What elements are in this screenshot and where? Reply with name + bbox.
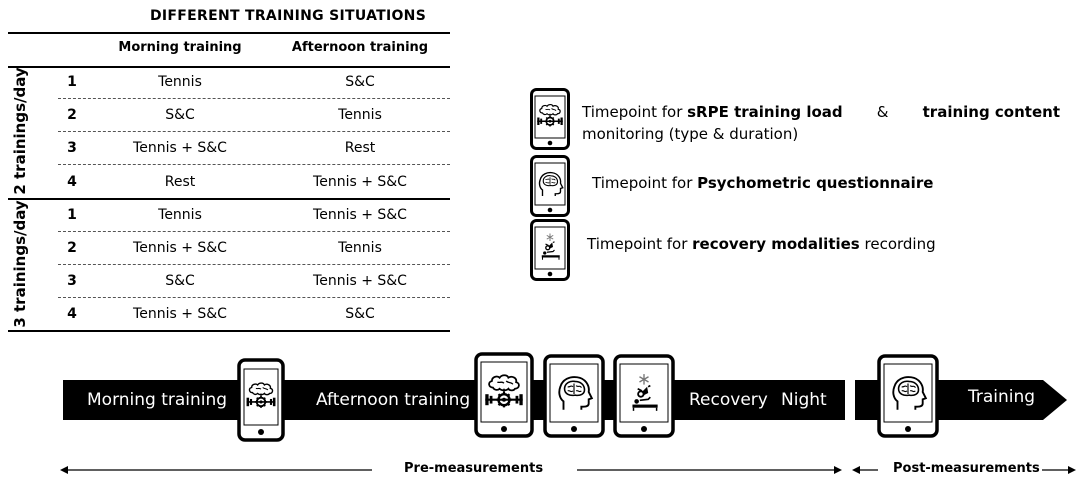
timeline-bar-pre [63, 380, 845, 420]
post-measurements-label: Post-measurements [893, 461, 1040, 476]
row-divider [58, 98, 450, 99]
legend-recovery: Timepoint for recovery modalities record… [587, 235, 936, 253]
cell-afternoon: Tennis + S&C [313, 207, 407, 223]
cell-afternoon: Tennis [338, 107, 382, 123]
cell-afternoon: Rest [344, 140, 376, 156]
cell-morning: Tennis [158, 207, 202, 223]
row-number: 1 [67, 207, 77, 223]
table-top-border [8, 32, 450, 34]
recovery-device-icon [530, 219, 570, 281]
column-header-afternoon: Afternoon training [291, 40, 429, 55]
cell-morning: Tennis + S&C [133, 240, 227, 256]
pre-arrowhead-right [834, 466, 842, 474]
row-number: 3 [67, 273, 77, 289]
timeline-psychometric-device-1 [543, 354, 605, 438]
row-number: 4 [67, 174, 77, 190]
post-arrowhead-right [1068, 466, 1076, 474]
pre-measurements-label: Pre-measurements [404, 461, 544, 476]
column-header-morning: Morning training [118, 40, 242, 55]
row-number: 1 [67, 74, 77, 90]
timeline-recovery-device [613, 354, 675, 438]
timeline-afternoon-label: Afternoon training [316, 390, 471, 410]
row-divider [58, 231, 450, 232]
cell-morning: Tennis + S&C [133, 140, 227, 156]
cell-afternoon: Tennis [338, 240, 382, 256]
group-label-3-trainings: 3 trainings/day [11, 200, 29, 328]
row-divider [58, 264, 450, 265]
group-divider [8, 198, 450, 200]
legend-psychometric: Timepoint for Psychometric questionnaire [592, 174, 934, 192]
cell-morning: Tennis [158, 74, 202, 90]
cell-morning: Tennis + S&C [133, 306, 227, 322]
psychometric-device-icon [530, 155, 570, 217]
timeline-recovery-label: Recovery [689, 390, 768, 410]
row-number: 2 [67, 240, 77, 256]
measurement-arrows [60, 466, 1076, 474]
row-number: 4 [67, 306, 77, 322]
row-number: 3 [67, 140, 77, 156]
table-bottom-border [8, 330, 450, 332]
legend-sRPE: Timepoint for sRPE training load & train… [582, 103, 1060, 143]
sRPE-device-icon [530, 88, 570, 150]
cell-afternoon: S&C [345, 74, 375, 90]
row-divider [58, 131, 450, 132]
cell-afternoon: S&C [345, 306, 375, 322]
post-arrowhead-left [852, 466, 860, 474]
legend-content-bold: training content [922, 103, 1060, 121]
row-divider [58, 164, 450, 165]
cell-afternoon: Tennis + S&C [313, 174, 407, 190]
timeline-sRPE-device-1 [237, 358, 285, 442]
cell-morning: Rest [164, 174, 196, 190]
cell-morning: S&C [165, 273, 195, 289]
pre-arrowhead-left [60, 466, 68, 474]
table-title: DIFFERENT TRAINING SITUATIONS [150, 8, 427, 24]
row-divider [58, 297, 450, 298]
legend-sRPE-bold: sRPE training load [687, 103, 843, 121]
timeline-night-label: Night [781, 390, 827, 410]
timeline-psychometric-device-2 [877, 354, 939, 438]
cell-afternoon: Tennis + S&C [313, 273, 407, 289]
cell-morning: S&C [165, 107, 195, 123]
header-bottom-border [8, 66, 450, 68]
timeline-morning-label: Morning training [87, 390, 228, 410]
row-number: 2 [67, 107, 77, 123]
timeline-training-label: Training [968, 387, 1036, 407]
timeline-sRPE-device-2 [474, 352, 534, 438]
